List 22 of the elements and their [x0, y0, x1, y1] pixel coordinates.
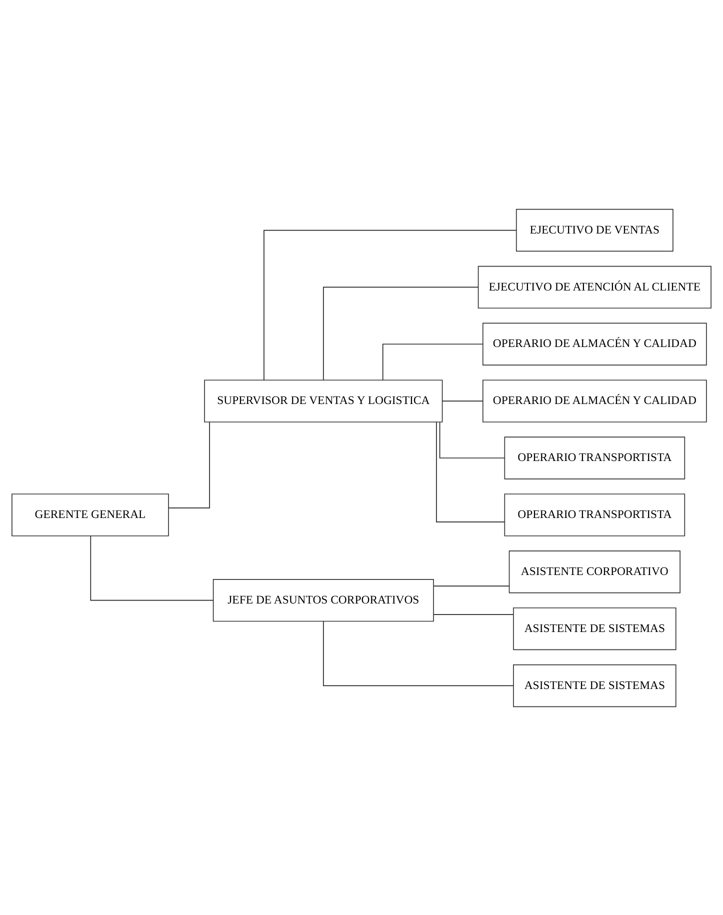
node-box: ASISTENTE DE SISTEMAS [513, 606, 676, 650]
node-box: EJECUTIVO DE VENTAS [516, 208, 674, 252]
connector [322, 286, 478, 380]
node-box: JEFE DE ASUNTOS CORPORATIVOS [212, 578, 434, 622]
connector [442, 400, 484, 401]
connector [382, 343, 484, 380]
node-box: GERENTE GENERAL [12, 493, 169, 536]
connector [168, 421, 210, 508]
connector [436, 421, 505, 522]
connector [90, 535, 214, 600]
node-box: ASISTENTE CORPORATIVO [508, 550, 680, 593]
node-box: OPERARIO TRANSPORTISTA [504, 436, 686, 479]
node-box: EJECUTIVO DE ATENCIÓN AL CLIENTE [478, 265, 712, 308]
node-box: OPERARIO DE ALMACÉN Y CALIDAD [482, 379, 707, 422]
connector [264, 229, 517, 380]
node-box: SUPERVISOR DE VENTAS Y LOGISTICA [204, 379, 443, 422]
node-box: ASISTENTE DE SISTEMAS [513, 664, 676, 707]
node-box: OPERARIO TRANSPORTISTA [504, 493, 686, 536]
connector [433, 585, 510, 586]
node-box: OPERARIO DE ALMACÉN Y CALIDAD [482, 322, 707, 365]
connector [439, 421, 505, 458]
connector [322, 620, 514, 686]
